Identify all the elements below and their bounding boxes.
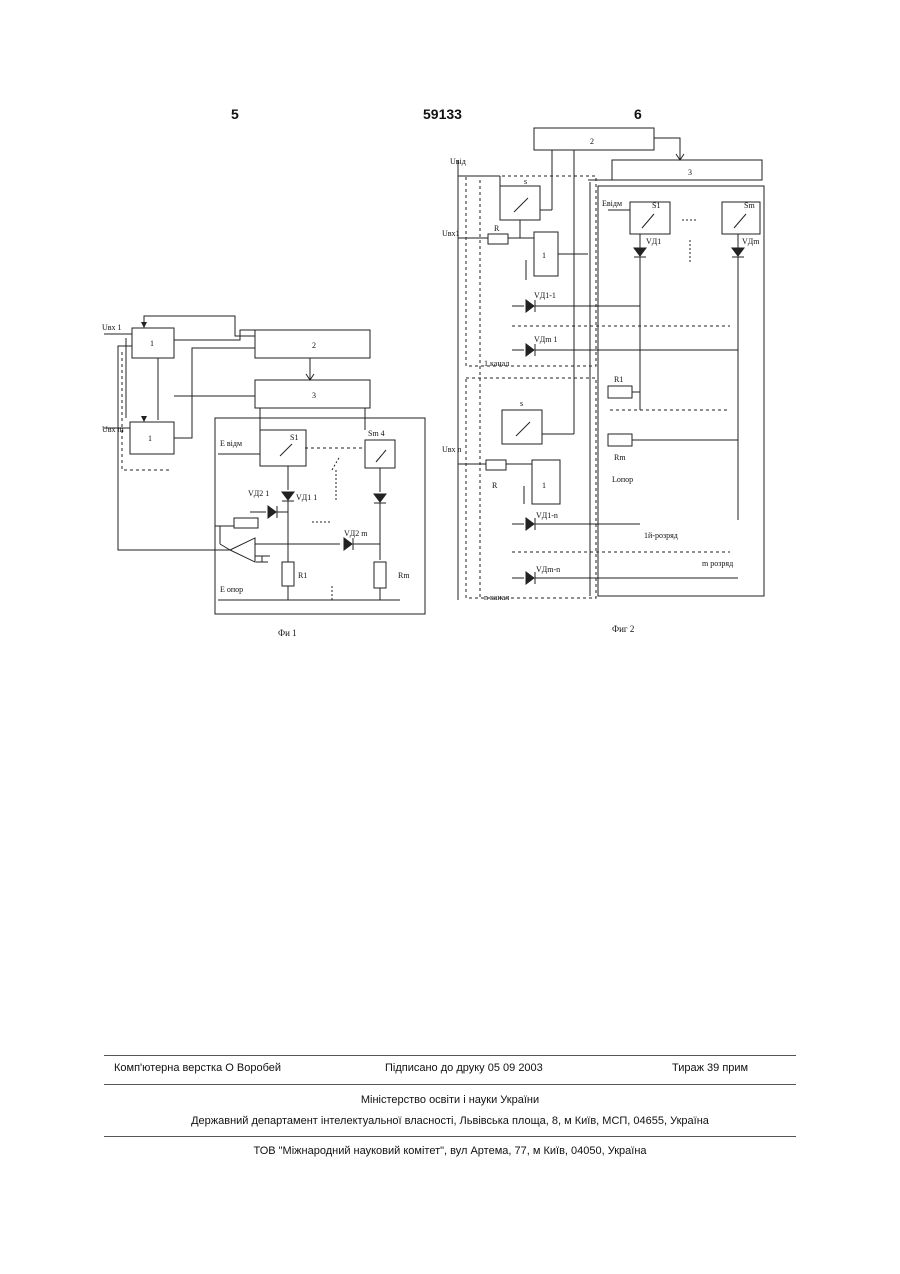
label-r1: R1 [614, 375, 623, 384]
resistor-rm [374, 562, 386, 588]
label-vd1n: VД1-n [536, 511, 558, 520]
footer-company: ТОВ "Міжнародний науковий комітет", вул … [0, 1145, 900, 1157]
label-vd2m: VД2 m [344, 529, 368, 538]
label-s1: S1 [652, 201, 660, 210]
figure-2-caption: Фиг 2 [612, 624, 634, 634]
label-s1: S1 [290, 433, 298, 442]
label-razrm: m розряд [702, 559, 733, 568]
label-uin1: Uвх 1 [102, 323, 122, 332]
block-1-channel1 [534, 232, 558, 276]
footer-signed-date: Підписано до друку 05 09 2003 [385, 1062, 543, 1074]
footer-rule-middle [104, 1084, 796, 1085]
label-uinm: Uвх m [102, 425, 125, 434]
label-eopor: E опор [220, 585, 243, 594]
label-vd11: VД1 1 [296, 493, 317, 502]
label-block3: 3 [688, 168, 692, 177]
switch-s1 [260, 430, 306, 466]
lower-frame [215, 418, 425, 614]
footer-rule-bottom [104, 1136, 796, 1137]
label-lopor: Lопор [612, 475, 633, 484]
label-block3: 3 [312, 391, 316, 400]
switch-s-channel1 [500, 186, 540, 220]
resistor-r1 [282, 562, 294, 586]
page-number-left: 5 [231, 106, 239, 122]
label-kanaln: n канал [484, 593, 509, 602]
label-vd11: VД1-1 [534, 291, 556, 300]
label-s-bottom: s [520, 399, 523, 408]
label-block2: 2 [312, 341, 316, 350]
label-vd1: VД1 [646, 237, 661, 246]
footer-layout-credit: Комп'ютерна верстка О Воробей [114, 1062, 281, 1074]
resistor-r-channel1 [488, 234, 508, 244]
figure-1-caption: Фи 1 [278, 628, 297, 638]
label-sm: Sm [744, 201, 755, 210]
block-1-channeln [532, 460, 560, 504]
label-vdm1: VДm 1 [534, 335, 557, 344]
resistor-r-channeln [486, 460, 506, 470]
footer-department: Державний департамент інтелектуальної вл… [0, 1115, 900, 1127]
label-r: R [494, 224, 500, 233]
label-block2: 2 [590, 137, 594, 146]
footer-ministry: Міністерство освіти і науки України [0, 1094, 900, 1106]
label-block1-bottom: 1 [148, 434, 152, 443]
block-1-bottom [130, 422, 174, 454]
figure-2-circuit-diagram: 2 3 Uвід Uвх1 R s 1 Eвідм S1 Sm VД1 VДm … [440, 120, 780, 610]
feedback-resistor [234, 518, 258, 528]
label-vdmn: VДm-n [536, 565, 560, 574]
footer-rule-top [104, 1055, 796, 1056]
label-uvidm: Uвід [450, 157, 466, 166]
label-evidm: E відм [220, 439, 242, 448]
label-s-top: s [524, 177, 527, 186]
label-sm: Sm 4 [368, 429, 385, 438]
switch-s-channeln [502, 410, 542, 444]
switch-sm [365, 440, 395, 468]
label-block1: 1 [542, 251, 546, 260]
label-r1: R1 [298, 571, 307, 580]
label-razr1: 1й-розряд [644, 531, 678, 540]
resistor-rm [608, 434, 632, 446]
block-3 [612, 160, 762, 180]
label-block1-top: 1 [150, 339, 154, 348]
label-rm: Rm [398, 571, 410, 580]
label-vdm: VДm [742, 237, 760, 246]
block-2 [534, 128, 654, 150]
label-uinn: Uвх n [442, 445, 462, 454]
label-block1-bottom: 1 [542, 481, 546, 490]
resistor-r1 [608, 386, 632, 398]
label-r-bottom: R [492, 481, 498, 490]
comparator-amplifier [230, 538, 255, 562]
figure-1-circuit-diagram: Uвх 1 Uвх m 1 1 2 3 E відм S1 Sm 4 VД2 1… [100, 300, 440, 630]
label-evidm: Eвідм [602, 199, 622, 208]
footer-circulation: Тираж 39 прим [672, 1062, 748, 1074]
label-uin1: Uвх1 [442, 229, 460, 238]
label-rm: Rm [614, 453, 626, 462]
label-kanal1: 1 канал [484, 359, 509, 368]
label-vd21: VД2 1 [248, 489, 269, 498]
